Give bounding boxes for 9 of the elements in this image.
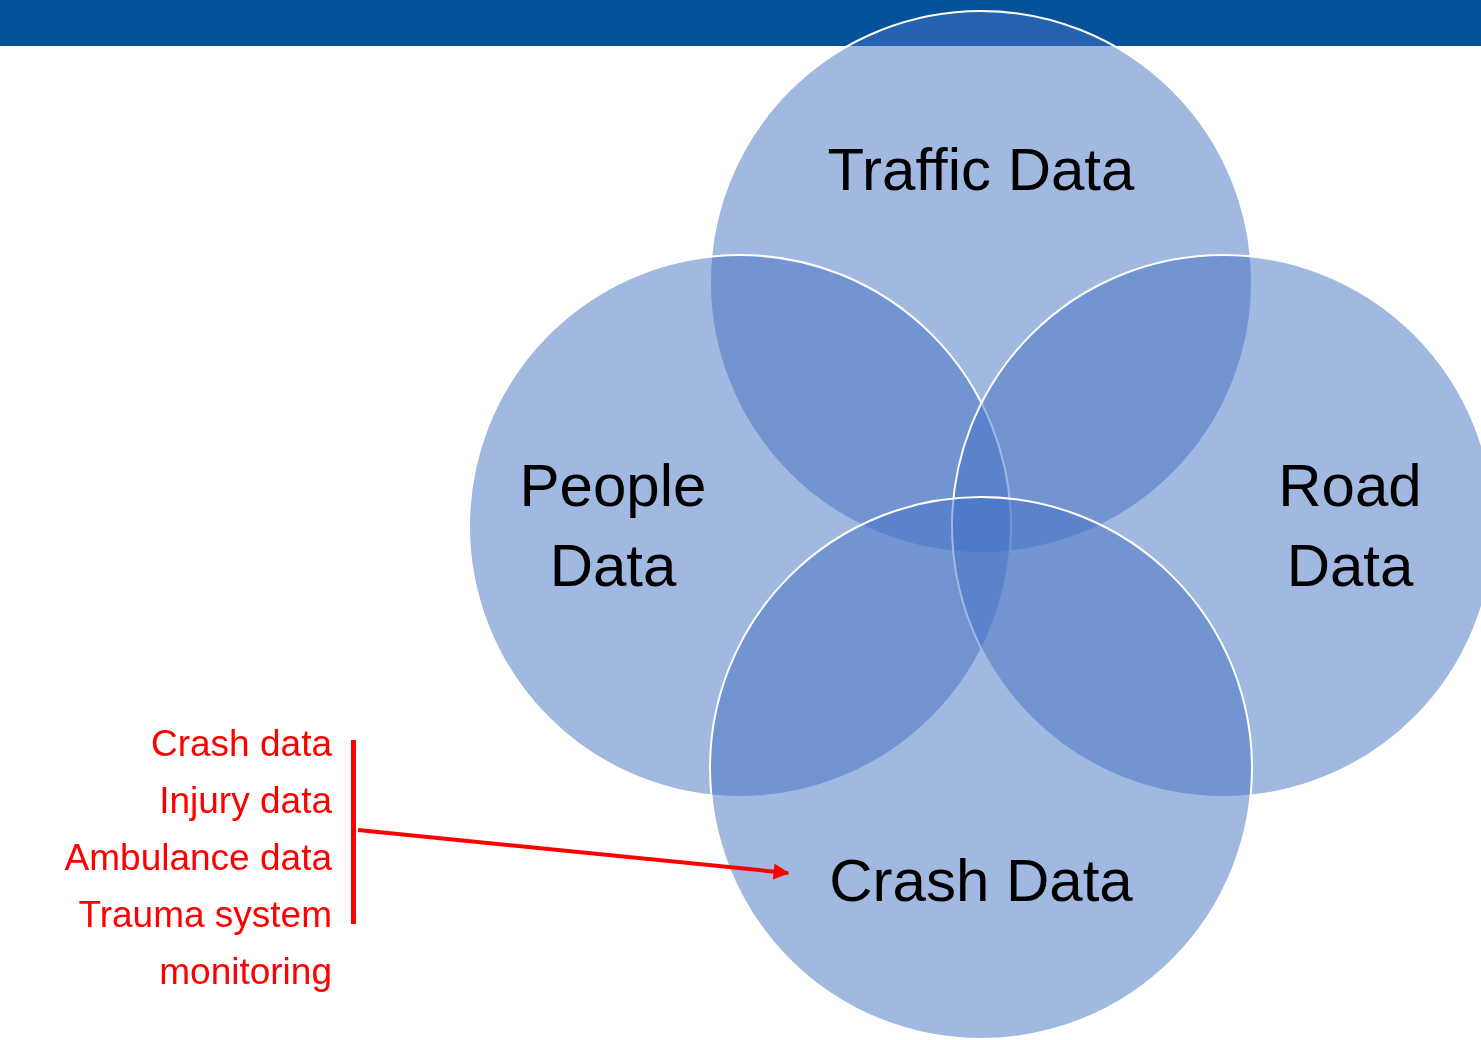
list-item: Trauma system monitoring [77, 893, 332, 994]
circle-label: Crash Data [828, 846, 1134, 916]
circle-label: People Data [518, 451, 708, 601]
list-item: Injury data [159, 779, 332, 823]
circle-label: Road Data [1277, 451, 1423, 601]
list-item: Ambulance data [64, 836, 332, 880]
circle-label: Traffic Data [826, 135, 1136, 205]
arrow [357, 828, 790, 880]
list-item: Crash data [151, 722, 332, 766]
